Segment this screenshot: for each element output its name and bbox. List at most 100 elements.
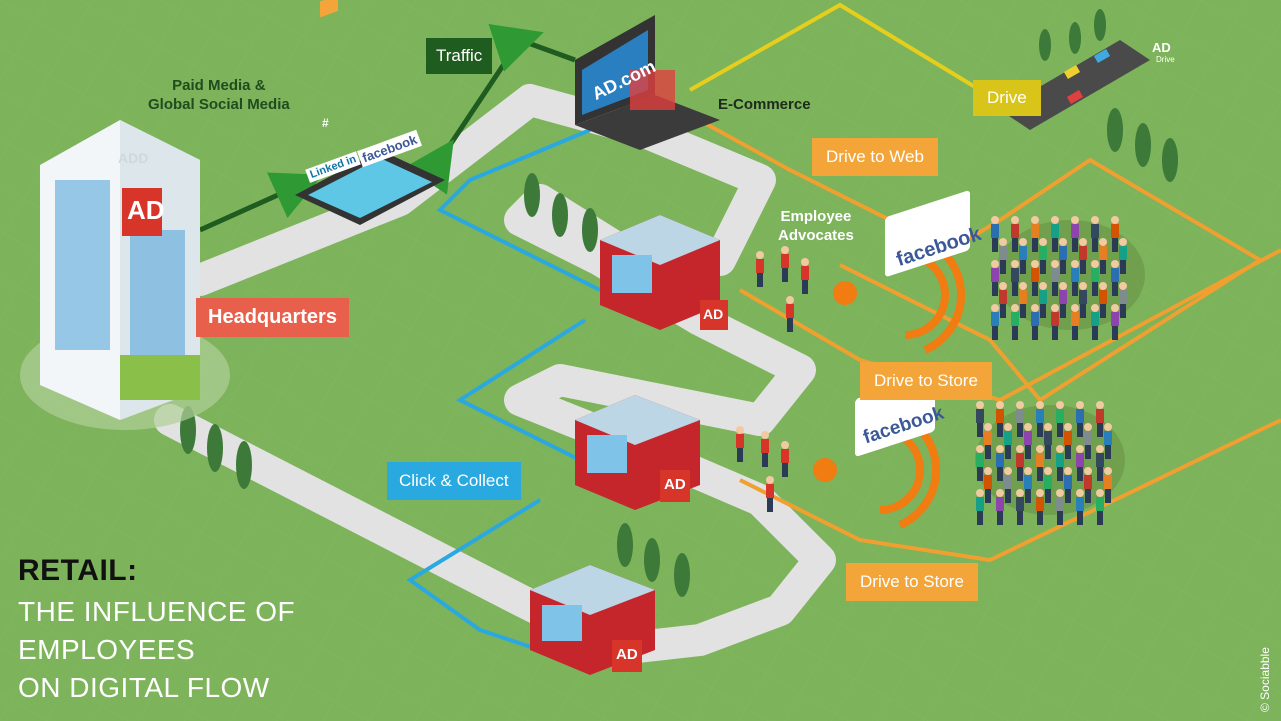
crowd-person bbox=[1064, 467, 1072, 503]
crowd-person bbox=[1016, 489, 1024, 525]
store-2 bbox=[575, 395, 700, 510]
crowd-person bbox=[1004, 423, 1012, 459]
crowd-person bbox=[1016, 445, 1024, 481]
crowd-person bbox=[1036, 401, 1044, 437]
crowd-person bbox=[1051, 216, 1059, 252]
crowd-person bbox=[1016, 401, 1024, 437]
social-icons-left bbox=[320, 0, 338, 18]
drive-to-store-label-1: Drive to Store bbox=[860, 362, 992, 400]
headquarters-label: Headquarters bbox=[196, 298, 349, 337]
title-line-3: ON DIGITAL FLOW bbox=[18, 672, 270, 703]
crowd-person bbox=[1044, 467, 1052, 503]
crowd-person bbox=[1084, 423, 1092, 459]
blue-flow bbox=[406, 128, 601, 652]
crowd-person bbox=[1119, 282, 1127, 318]
crowd-person bbox=[1036, 489, 1044, 525]
drive-sign-text: Drive bbox=[1156, 55, 1175, 64]
crowd-person bbox=[991, 260, 999, 296]
crowd-person bbox=[984, 467, 992, 503]
crowd-person bbox=[1076, 401, 1084, 437]
crowd-person bbox=[1024, 423, 1032, 459]
crowd-person bbox=[1111, 216, 1119, 252]
drive-sign-logo: AD bbox=[1152, 40, 1171, 55]
crowd-person bbox=[1096, 401, 1104, 437]
crowd-person bbox=[1104, 423, 1112, 459]
crowd-person bbox=[1011, 260, 1019, 296]
crowd-person bbox=[1091, 216, 1099, 252]
employee-person bbox=[766, 476, 774, 512]
ecommerce-laptop bbox=[575, 15, 720, 150]
ecommerce-label: E-Commerce bbox=[718, 96, 811, 113]
hq-roof-text: ADD bbox=[118, 150, 149, 166]
crowd-person bbox=[1031, 304, 1039, 340]
crowd-person bbox=[1064, 423, 1072, 459]
crowd-person bbox=[1051, 304, 1059, 340]
crowd-person bbox=[1019, 238, 1027, 274]
crowd-person bbox=[1044, 423, 1052, 459]
crowd-person bbox=[1079, 282, 1087, 318]
headquarters-building bbox=[20, 120, 230, 430]
click-collect-label: Click & Collect bbox=[387, 462, 521, 500]
employee-advocates-label: Employee Advocates bbox=[778, 208, 854, 244]
employee-figures bbox=[736, 246, 809, 512]
crowd-figures bbox=[976, 216, 1127, 525]
title-line-2: EMPLOYEES bbox=[18, 634, 196, 665]
smartphone bbox=[295, 150, 445, 225]
crowd-person bbox=[1096, 489, 1104, 525]
crowd-person bbox=[1056, 489, 1064, 525]
crowd-person bbox=[984, 423, 992, 459]
title-main: RETAIL: bbox=[18, 554, 138, 587]
crowd-person bbox=[1099, 238, 1107, 274]
employee-person bbox=[781, 441, 789, 477]
employee-person bbox=[736, 426, 744, 462]
store-3-logo: AD bbox=[616, 646, 638, 663]
crowd-person bbox=[996, 445, 1004, 481]
crowd-person bbox=[1071, 260, 1079, 296]
crowd-person bbox=[1099, 282, 1107, 318]
crowd-person bbox=[1091, 260, 1099, 296]
crowd-person bbox=[1111, 304, 1119, 340]
store-1 bbox=[600, 215, 728, 330]
social-card-1 bbox=[885, 190, 970, 277]
crowd-person bbox=[1071, 216, 1079, 252]
crowd-person bbox=[1079, 238, 1087, 274]
crowd-person bbox=[1004, 467, 1012, 503]
crowd-person bbox=[1039, 282, 1047, 318]
crowd-person bbox=[1076, 489, 1084, 525]
crowd-person bbox=[1051, 260, 1059, 296]
crowd-person bbox=[1024, 467, 1032, 503]
employee-person bbox=[761, 431, 769, 467]
employee-person bbox=[786, 296, 794, 332]
hashtag-icon: # bbox=[322, 116, 329, 130]
crowd-person bbox=[1076, 445, 1084, 481]
crowd-person bbox=[976, 489, 984, 525]
hq-logo-text: AD bbox=[127, 195, 165, 225]
crowd-person bbox=[1104, 467, 1112, 503]
green-flow bbox=[198, 40, 576, 233]
crowd-person bbox=[1011, 216, 1019, 252]
drive-label: Drive bbox=[973, 80, 1041, 116]
crowd-person bbox=[1019, 282, 1027, 318]
crowd-person bbox=[1111, 260, 1119, 296]
drive-to-web-label: Drive to Web bbox=[812, 138, 938, 176]
employee-person bbox=[801, 258, 809, 294]
crowd-person bbox=[991, 304, 999, 340]
crowd-person bbox=[1059, 282, 1067, 318]
brand-credit: © Sociabble bbox=[1258, 647, 1272, 712]
crowd-person bbox=[1084, 467, 1092, 503]
crowd-person bbox=[996, 489, 1004, 525]
crowd-person bbox=[1031, 260, 1039, 296]
crowd-person bbox=[999, 238, 1007, 274]
yellow-flow bbox=[689, 2, 982, 92]
crowd-person bbox=[1036, 445, 1044, 481]
crowd-person bbox=[991, 216, 999, 252]
crowd-person bbox=[1119, 238, 1127, 274]
crowd-person bbox=[976, 445, 984, 481]
crowd-person bbox=[999, 282, 1007, 318]
paid-media-label: Paid Media & Global Social Media bbox=[148, 77, 290, 113]
crowd-person bbox=[996, 401, 1004, 437]
store-2-logo: AD bbox=[664, 476, 686, 493]
store-3 bbox=[530, 565, 655, 675]
